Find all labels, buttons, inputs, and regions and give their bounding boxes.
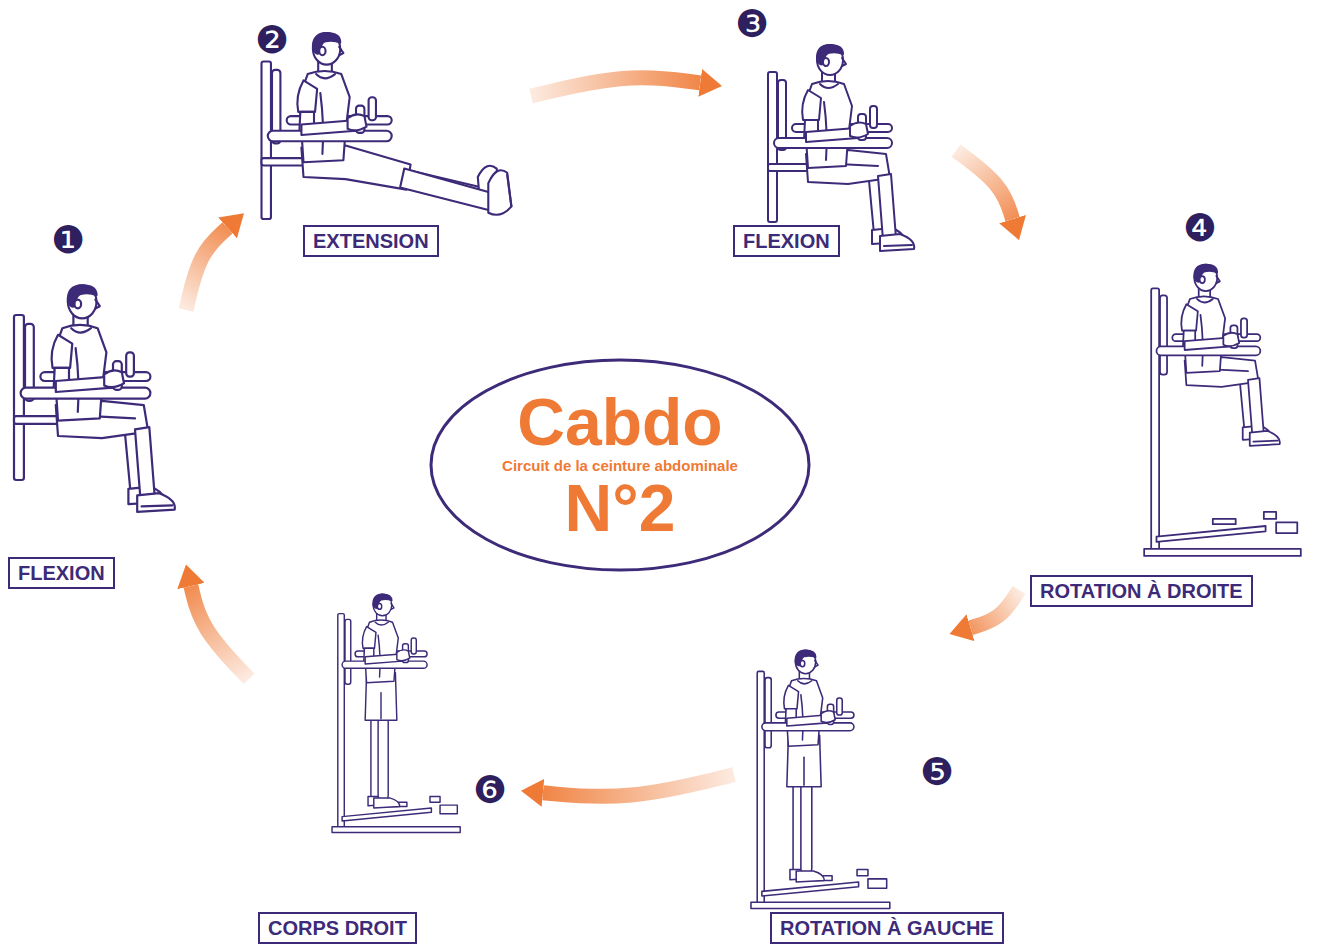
title-text: N°2 [565,476,676,541]
flow-arrow [186,228,228,310]
title-text: Cabdo [517,390,722,455]
step-label: CORPS DROIT [268,916,407,940]
figure-part [342,594,427,683]
callout-number: ❸ [735,2,769,46]
step-label-box: ROTATION À GAUCHE [770,912,1004,944]
ellipse-shape [431,360,809,570]
step-label-box: ROTATION À DROITE [1030,575,1253,607]
step-node: CORPS DROIT [255,585,515,946]
ellipse-content: CabdoCircuit de la ceinture abdominaleN°… [428,357,812,573]
step-node: EXTENSION [250,18,525,262]
figure-part [1156,265,1260,373]
callout-number: ❷ [255,18,289,62]
step-label: ROTATION À GAUCHE [780,916,994,940]
flow-arrow [543,775,734,797]
callout-number: ❺ [920,750,954,794]
figure-part [762,650,854,746]
callout-number: ❻ [473,768,507,812]
title-ellipse: CabdoCircuit de la ceinture abdominaleN°… [428,357,812,573]
flow-arrow [531,78,700,96]
step-label-box: FLEXION [8,557,115,589]
step-label-box: FLEXION [733,225,840,257]
figure-step-3 [768,45,914,251]
callout-holder: ❶ [51,221,85,259]
figure-step-4 [1144,265,1301,556]
step-label: ROTATION À DROITE [1040,579,1243,603]
callout-holder: ❸ [735,5,769,43]
step-node: FLEXION [5,215,180,595]
callout-holder: ❻ [473,771,507,809]
flow-arrow [956,151,1013,219]
figure-step-5 [751,650,890,908]
figure-part [774,45,892,168]
step-label-box: CORPS DROIT [258,912,417,944]
step-label: EXTENSION [313,229,429,253]
step-node: ROTATION À DROITE [1025,208,1312,610]
step-node: ROTATION À GAUCHE [740,640,1048,946]
flow-arrow [971,590,1019,628]
figure-part [787,735,824,882]
callout-number: ❶ [51,218,85,262]
figure-step-1 [14,285,175,512]
subtitle-text: Circuit de la ceinture abdominale [502,455,738,476]
step-label: FLEXION [18,561,105,585]
flow-arrow [191,586,249,679]
step-node: FLEXION [728,3,950,262]
callout-holder: ❹ [1183,209,1217,247]
figure-step-6 [332,594,460,832]
callout-holder: ❺ [920,753,954,791]
figure-part [365,673,400,808]
figure-part [268,33,392,162]
callout-holder: ❷ [255,21,289,59]
figure-step-2 [262,33,512,219]
step-label-box: EXTENSION [303,225,439,257]
callout-number: ❹ [1183,206,1217,250]
figure-part [21,285,151,420]
step-label: FLEXION [743,229,830,253]
